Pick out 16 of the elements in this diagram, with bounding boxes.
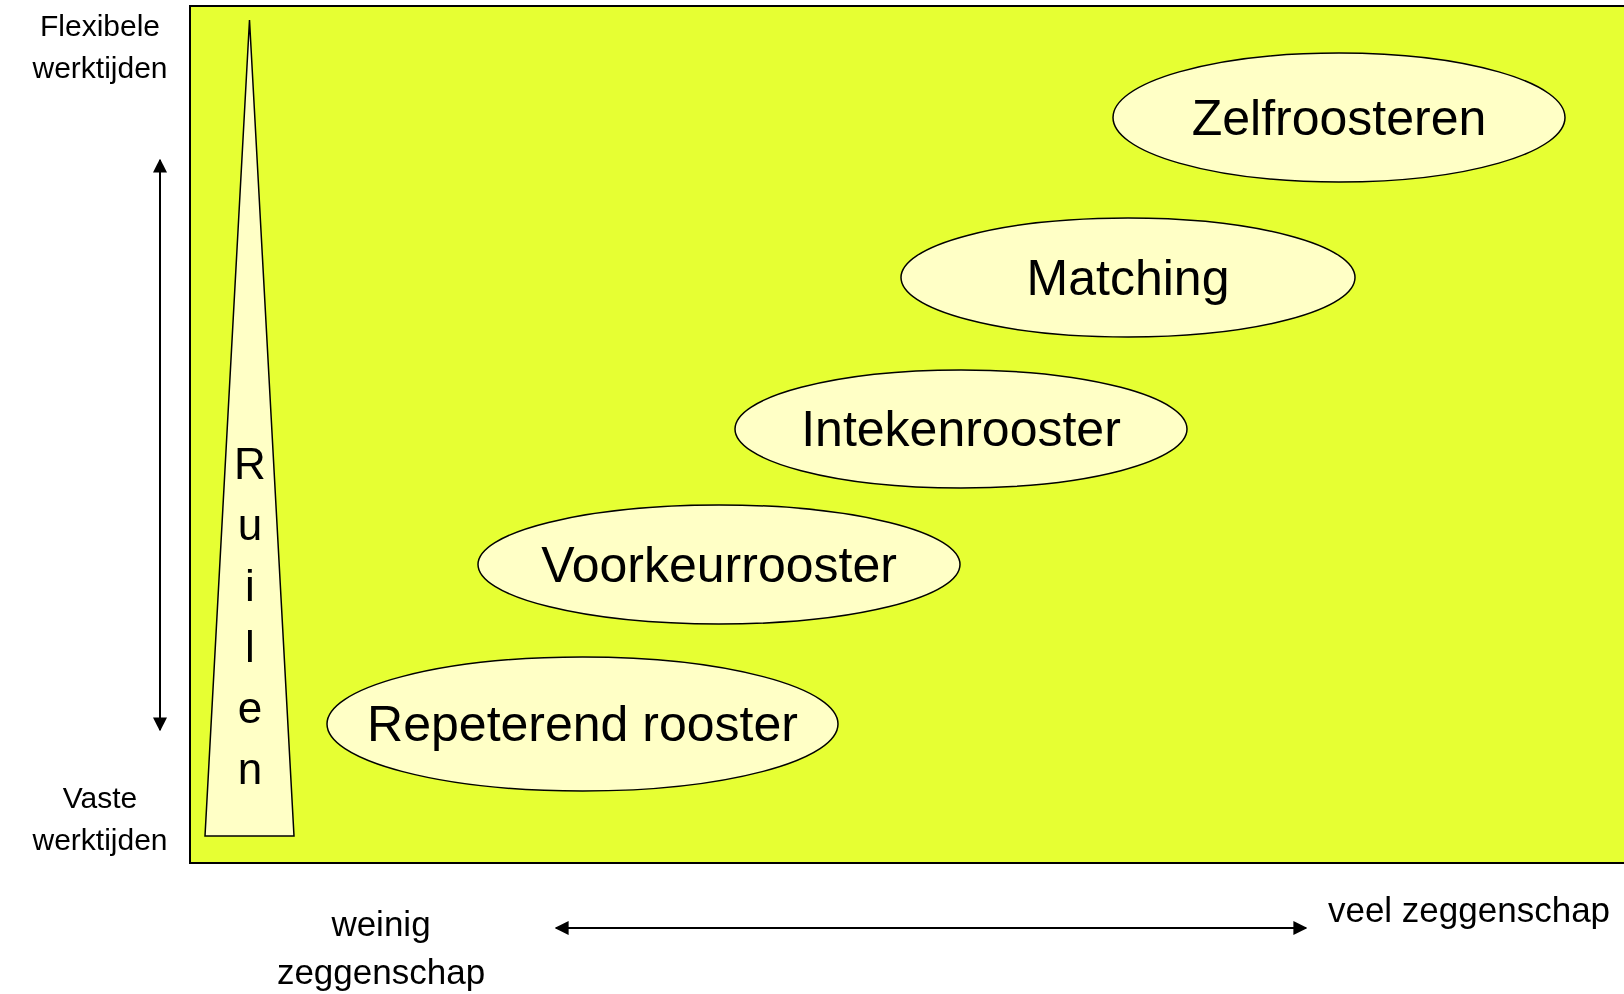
ellipse-shape [477,504,961,625]
axis-label: Flexibele werktijden [31,8,169,86]
axis-label: weinig zeggenschap [275,903,487,993]
node-label: Intekenrooster [801,400,1121,458]
ellipse-shape [734,369,1188,489]
node-label: Ruilen [227,439,272,805]
axis-label: Vaste werktijden [31,780,169,858]
triangle-shape [204,19,295,837]
ellipse-shape [1112,52,1566,183]
node-label: Matching [1026,248,1230,307]
ellipse-shape [326,656,839,792]
axis-label: veel zeggenschap [1326,889,1612,931]
ellipse-shape [900,217,1356,338]
node-label: Voorkeurrooster [541,535,897,594]
node-label: Repeterend rooster [367,695,798,753]
node-label: Zelfroosteren [1191,88,1487,147]
